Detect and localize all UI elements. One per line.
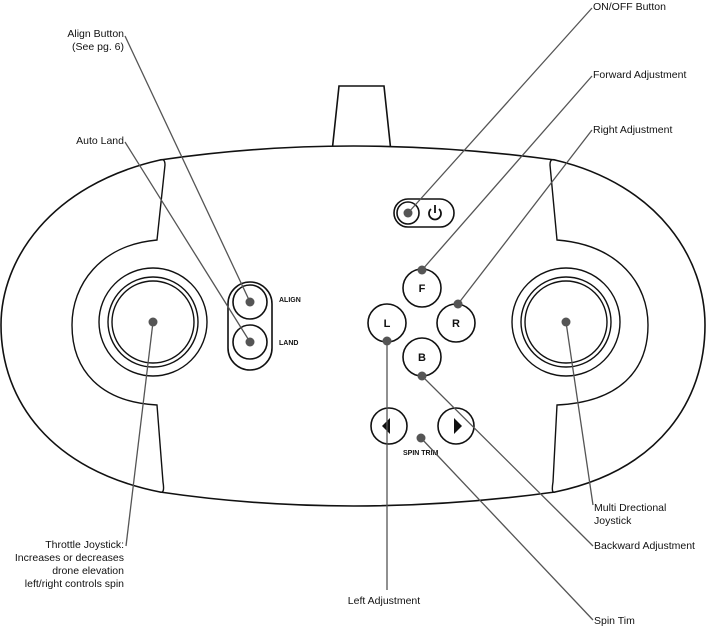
dot-multi <box>561 317 571 327</box>
callout-text: Backward Adjustment <box>594 540 695 552</box>
leader-lines <box>124 7 594 621</box>
leader-multi <box>565 321 594 506</box>
leader-right <box>457 129 593 305</box>
dot-forward <box>417 265 427 275</box>
callout-dots <box>148 208 571 443</box>
leader-spin-trim <box>420 437 594 621</box>
callout-text: Spin Tim <box>594 615 635 627</box>
right-button[interactable]: R <box>436 303 476 343</box>
callout-align-button: Align Button (See pg. 6) <box>67 28 124 53</box>
leader-auto-land <box>124 141 251 343</box>
spin-trim-label: SPIN TRIM <box>403 450 439 457</box>
forward-letter: F <box>419 283 426 295</box>
right-letter: R <box>452 318 460 330</box>
forward-button[interactable]: F <box>402 268 442 308</box>
callout-text: left/right controls spin <box>25 578 124 590</box>
callout-spin-trim: Spin Tim <box>594 615 635 627</box>
callout-multi-directional-joystick: Multi Drectional Joystick <box>594 502 666 527</box>
callout-text: Increases or decreases <box>15 552 124 564</box>
callout-right-adjustment: Right Adjustment <box>593 124 672 136</box>
leader-forward <box>421 75 593 271</box>
throttle-joystick[interactable] <box>98 267 208 377</box>
backward-button[interactable]: B <box>402 337 442 377</box>
callout-on-off: ON/OFF Button <box>593 1 666 13</box>
callout-text: Joystick <box>594 515 632 527</box>
callout-text: drone elevation <box>52 565 124 577</box>
callout-text: Align Button <box>67 28 124 40</box>
right-grip-panel <box>549 158 649 493</box>
callout-text: Left Adjustment <box>348 595 420 607</box>
leader-on-off <box>407 7 593 214</box>
triangle-right-icon <box>454 418 462 434</box>
callout-auto-land: Auto Land <box>76 135 124 147</box>
triangle-left-icon <box>382 418 390 434</box>
callout-text: Right Adjustment <box>593 124 672 136</box>
antenna <box>331 85 392 153</box>
callout-left-adjustment: Left Adjustment <box>348 595 420 607</box>
callout-text: (See pg. 6) <box>72 41 124 53</box>
land-label: LAND <box>279 340 298 347</box>
dot-left <box>382 336 392 346</box>
dot-spin-trim <box>416 433 426 443</box>
dot-throttle <box>148 317 158 327</box>
callout-throttle-joystick: Throttle Joystick: Increases or decrease… <box>15 539 124 590</box>
callout-text: ON/OFF Button <box>593 1 666 13</box>
multi-directional-joystick[interactable] <box>511 267 621 377</box>
dot-right <box>453 299 463 309</box>
callout-text: Throttle Joystick: <box>45 539 124 551</box>
callout-forward-adjustment: Forward Adjustment <box>593 69 686 81</box>
left-letter: L <box>384 318 391 330</box>
align-label: ALIGN <box>279 297 301 304</box>
backward-letter: B <box>418 352 426 364</box>
callout-backward-adjustment: Backward Adjustment <box>594 540 695 552</box>
leader-align <box>124 35 251 303</box>
power-icon <box>428 205 442 221</box>
dot-on-off <box>403 208 413 218</box>
leader-backward <box>421 375 594 547</box>
dot-land <box>245 337 255 347</box>
dot-backward <box>417 371 427 381</box>
controller-body <box>0 145 706 507</box>
spin-trim-left-button[interactable] <box>370 407 408 445</box>
left-grip-panel <box>71 158 166 493</box>
left-button[interactable]: L <box>367 303 407 343</box>
spin-trim-right-button[interactable] <box>437 407 475 445</box>
callout-text: Multi Drectional <box>594 502 666 514</box>
dot-align <box>245 297 255 307</box>
callout-text: Auto Land <box>76 135 124 147</box>
callout-text: Forward Adjustment <box>593 69 686 81</box>
leader-throttle <box>125 321 154 547</box>
